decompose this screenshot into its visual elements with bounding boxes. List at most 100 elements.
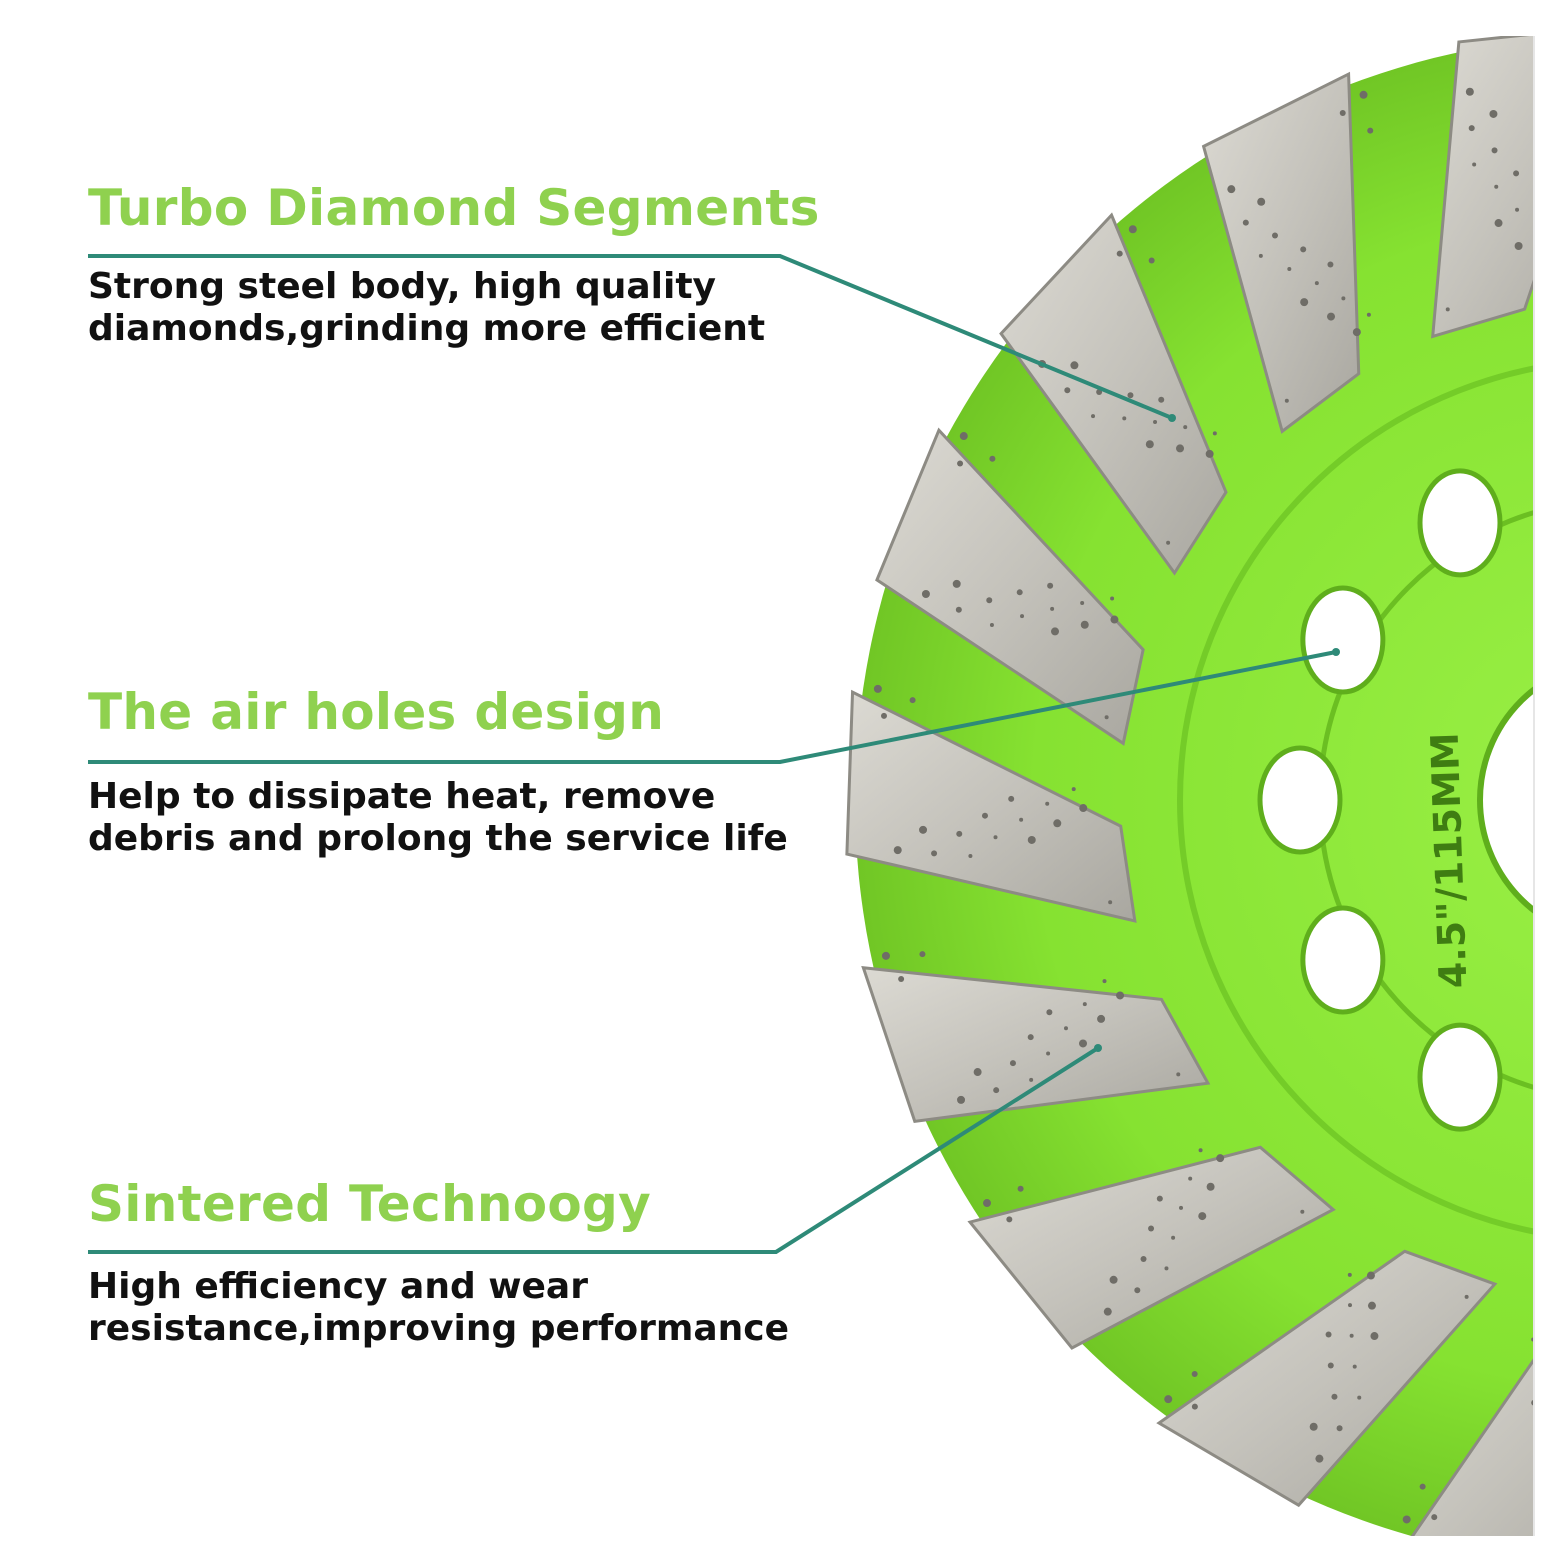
- segment-speckle: [1108, 900, 1113, 905]
- segment-speckle: [1145, 440, 1154, 449]
- segment-speckle: [1080, 620, 1089, 629]
- segment-speckle: [956, 830, 963, 837]
- feature-title: Sintered Technoogy: [88, 1175, 652, 1233]
- segment-speckle: [1071, 787, 1076, 792]
- segment-speckle: [1549, 1329, 1557, 1337]
- segment-speckle: [1494, 219, 1503, 228]
- segment-speckle: [1419, 1483, 1426, 1490]
- segment-speckle: [959, 432, 968, 441]
- segment-speckle: [898, 975, 905, 982]
- segment-speckle: [1103, 1307, 1112, 1316]
- segment-speckle: [957, 460, 964, 467]
- segment-speckle: [1544, 1428, 1550, 1434]
- wheel-inner-rim: [1177, 365, 1534, 1235]
- segment-speckle: [1050, 606, 1055, 611]
- segment-speckle: [1091, 414, 1096, 419]
- segment-speckle: [1082, 1002, 1087, 1007]
- segment-speckle: [1300, 1209, 1305, 1214]
- segment-speckle: [1542, 1366, 1546, 1370]
- diamond-segment: [967, 1145, 1336, 1350]
- segment-speckle: [931, 850, 938, 857]
- segment-speckle: [1367, 1301, 1376, 1310]
- segment-speckle: [1327, 312, 1336, 321]
- segment-speckle: [893, 846, 902, 855]
- segment-speckle: [1116, 250, 1123, 257]
- segment-speckle: [1359, 90, 1368, 99]
- segment-speckle: [1494, 184, 1499, 189]
- segment-speckle: [1271, 232, 1278, 239]
- segment-speckle: [1242, 219, 1249, 226]
- segment-speckle: [1128, 225, 1137, 234]
- segment-speckle: [1514, 242, 1523, 251]
- segment-speckle: [1515, 207, 1520, 212]
- segment-speckle: [1191, 1403, 1198, 1410]
- diamond-segment: [875, 427, 1145, 746]
- segment-speckle: [1347, 1272, 1352, 1277]
- air-hole: [1417, 1022, 1503, 1132]
- segment-speckle: [1046, 1051, 1051, 1056]
- segment-speckle: [1063, 1026, 1068, 1031]
- segment-speckle: [989, 622, 994, 627]
- segment-speckle: [1171, 1235, 1176, 1240]
- segment-speckle: [1468, 125, 1475, 132]
- segment-speckle: [1257, 197, 1266, 206]
- air-hole: [1300, 905, 1386, 1015]
- feature-description-line: Strong steel body, high quality: [88, 266, 716, 307]
- frame-edge: [1533, 36, 1535, 1536]
- feature-description-line: Help to dissipate heat, remove: [88, 776, 716, 817]
- segment-speckle: [1349, 1333, 1354, 1338]
- segment-speckle: [1166, 540, 1171, 545]
- segment-speckle: [1183, 425, 1188, 430]
- segment-speckle: [1535, 231, 1539, 235]
- segment-speckle: [1198, 1148, 1203, 1153]
- segment-speckle: [1158, 396, 1165, 403]
- segment-speckle: [1079, 1039, 1088, 1048]
- segment-speckle: [1079, 804, 1088, 813]
- segment-speckle: [1315, 1454, 1324, 1463]
- segment-speckle: [1559, 1456, 1565, 1462]
- air-hole: [1257, 745, 1343, 855]
- segment-speckle: [993, 1087, 1000, 1094]
- air-hole: [1300, 585, 1386, 695]
- segment-speckle: [1300, 298, 1309, 307]
- segment-speckle: [1553, 256, 1557, 260]
- segment-speckle: [881, 951, 890, 960]
- segment-speckle: [1134, 1287, 1141, 1294]
- air-hole: [1417, 468, 1503, 578]
- diamond-segment: [1431, 36, 1534, 339]
- segment-speckle: [1176, 444, 1185, 453]
- segment-speckle: [1051, 627, 1060, 636]
- segment-speckle: [1331, 1393, 1338, 1400]
- segment-speckle: [1206, 1182, 1215, 1191]
- segment-speckle: [989, 455, 996, 462]
- segment-speckle: [968, 853, 973, 858]
- segment-speckle: [1309, 1422, 1318, 1431]
- segment-speckle: [1188, 1176, 1193, 1181]
- segment-speckle: [973, 1068, 982, 1077]
- segment-speckle: [1122, 416, 1127, 421]
- diamond-segment: [1410, 1357, 1534, 1536]
- segment-speckle: [1314, 281, 1319, 286]
- segment-speckle: [1027, 835, 1036, 844]
- segment-speckle: [1464, 1294, 1469, 1299]
- segment-speckle: [1287, 266, 1292, 271]
- segment-speckle: [1341, 296, 1346, 301]
- segment-speckle: [1104, 715, 1109, 720]
- segment-speckle: [1191, 1371, 1198, 1378]
- segment-speckle: [1402, 1515, 1411, 1524]
- segment-speckle: [1370, 1332, 1379, 1341]
- segment-speckle: [1006, 1216, 1013, 1223]
- feature-description-line: High efficiency and wear: [88, 1266, 588, 1307]
- size-marking: 4.5"/115MM: [1423, 732, 1476, 989]
- segment-speckle: [1445, 307, 1450, 312]
- segment-speckle: [1549, 1490, 1557, 1498]
- segment-speckle: [1008, 795, 1015, 802]
- segment-speckle: [1070, 361, 1079, 370]
- leader-line-sintered: [88, 1046, 1100, 1254]
- segment-speckle: [1019, 817, 1024, 822]
- diamond-segment: [1201, 71, 1361, 434]
- segment-speckle: [1258, 253, 1263, 258]
- segment-speckle: [1148, 257, 1155, 264]
- segment-speckle: [919, 951, 926, 958]
- feature-description: High efficiency and wear resistance,impr…: [88, 1266, 789, 1350]
